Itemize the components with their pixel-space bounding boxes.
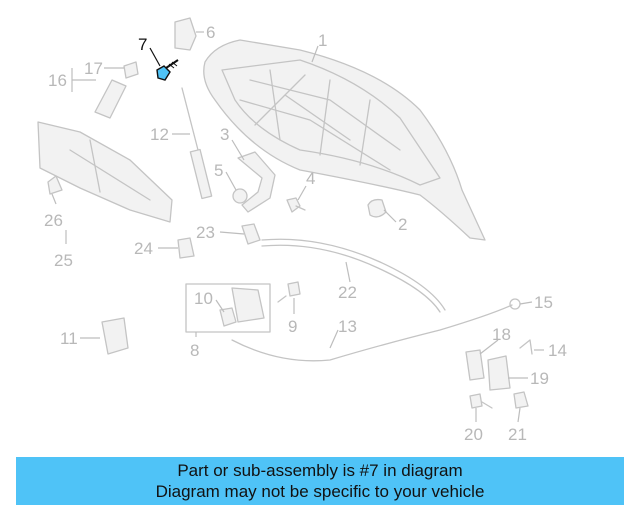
part-label-5: 5 xyxy=(214,161,223,180)
part-label-8: 8 xyxy=(190,341,199,360)
part-label-18: 18 xyxy=(492,325,511,344)
part-label-16: 16 xyxy=(48,71,67,90)
weatherstrip xyxy=(261,238,446,313)
hinge-bolt xyxy=(286,197,306,213)
part-label-10: 10 xyxy=(194,289,213,308)
part-label-9: 9 xyxy=(288,317,297,336)
part-label-15: 15 xyxy=(534,293,553,312)
clip-21 xyxy=(513,391,529,409)
part-label-2: 2 xyxy=(398,215,407,234)
part-label-13: 13 xyxy=(338,317,357,336)
cable-clip-14 xyxy=(519,339,533,355)
part-labels: 1 2 3 4 5 6 7 8 9 10 11 12 13 14 15 16 1… xyxy=(44,23,567,444)
hood-panel xyxy=(203,39,486,241)
latch-assembly xyxy=(185,283,271,333)
part-label-11: 11 xyxy=(60,329,78,348)
part-label-17: 17 xyxy=(84,59,103,78)
handle-bracket-19 xyxy=(487,355,511,391)
hood-support-strut xyxy=(181,87,213,200)
part-label-21: 21 xyxy=(508,425,527,444)
part-label-1: 1 xyxy=(318,31,327,50)
part-label-12: 12 xyxy=(150,125,169,144)
highlighted-bolt-part-7 xyxy=(156,59,179,81)
clip-24 xyxy=(177,237,195,259)
hood-hinge xyxy=(232,151,276,213)
info-banner: Part or sub-assembly is #7 in diagram Di… xyxy=(16,457,624,505)
part-label-19: 19 xyxy=(530,369,549,388)
latch-bolt xyxy=(277,281,301,303)
leader-lines xyxy=(51,31,544,423)
hood-bumper xyxy=(367,198,387,218)
part-label-22: 22 xyxy=(338,283,357,302)
hood-insulator xyxy=(37,121,173,223)
banner-line-part-info: Part or sub-assembly is #7 in diagram xyxy=(177,461,463,480)
part-label-26: 26 xyxy=(44,211,63,230)
bracket-11 xyxy=(101,317,129,355)
part-label-25: 25 xyxy=(54,251,73,270)
part-label-6: 6 xyxy=(206,23,215,42)
insulator-clip xyxy=(47,175,63,195)
part-label-14: 14 xyxy=(548,341,567,360)
release-handle-18 xyxy=(465,349,485,381)
part-label-20: 20 xyxy=(464,425,483,444)
clip-23 xyxy=(241,223,261,245)
part-label-24: 24 xyxy=(134,239,153,258)
part-label-4: 4 xyxy=(306,169,315,188)
bolt-20 xyxy=(469,393,493,409)
part-label-23: 23 xyxy=(196,223,215,242)
banner-line-disclaimer: Diagram may not be specific to your vehi… xyxy=(155,482,485,501)
hood-bracket xyxy=(174,17,197,51)
parts-diagram: 1 2 3 4 5 6 7 8 9 10 11 12 13 14 15 16 1… xyxy=(37,17,567,444)
part-label-3: 3 xyxy=(220,125,229,144)
seal-strip xyxy=(94,61,139,119)
part-label-7: 7 xyxy=(138,35,147,54)
